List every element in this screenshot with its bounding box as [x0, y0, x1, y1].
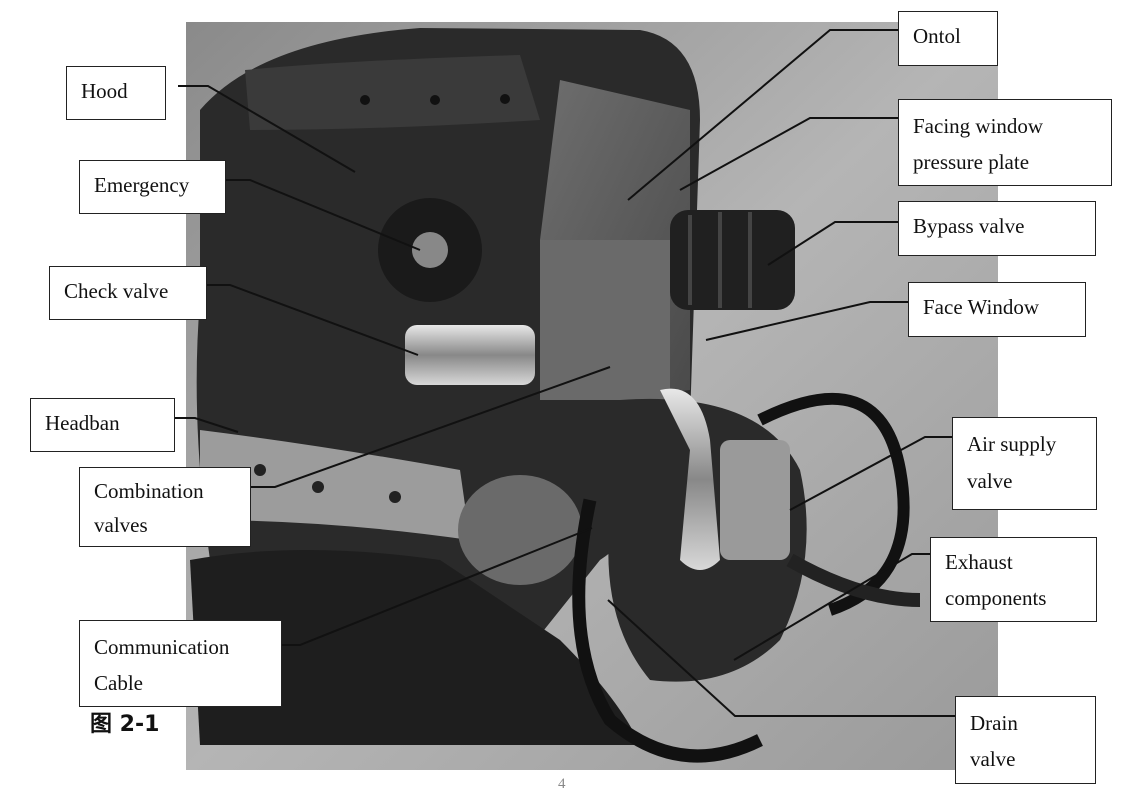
label-facing-line1: Facing window — [913, 114, 1044, 138]
label-headban-text: Headban — [45, 411, 120, 435]
label-communication-line2: Cable — [94, 671, 143, 695]
label-face-window-text: Face Window — [923, 295, 1039, 319]
label-check-valve-text: Check valve — [64, 279, 169, 303]
label-bypass-valve: Bypass valve — [898, 201, 1096, 256]
label-communication-line1: Communication — [94, 635, 230, 659]
label-exhaust-line1: Exhaust — [945, 550, 1013, 574]
label-facing-window-pressure-plate: Facing window pressure plate — [898, 99, 1112, 186]
label-emergency-text: Emergency — [94, 173, 190, 197]
label-headban: Headban — [30, 398, 175, 452]
label-hood-text: Hood — [81, 79, 128, 103]
label-drain-line2: valve — [970, 747, 1016, 771]
label-air-supply-valve: Air supply valve — [952, 417, 1097, 510]
label-ontol: Ontol — [898, 11, 998, 66]
label-combination-line1: Combination — [94, 479, 204, 503]
label-exhaust-line2: components — [945, 586, 1047, 610]
figure-caption: 图 2-1 — [90, 712, 160, 737]
label-combination-valves: Combination valves — [79, 467, 251, 547]
label-air-line1: Air supply — [967, 432, 1057, 456]
label-communication-cable: Communication Cable — [79, 620, 282, 707]
label-air-line2: valve — [967, 469, 1013, 493]
label-drain-line1: Drain — [970, 711, 1018, 735]
label-emergency: Emergency — [79, 160, 226, 214]
label-drain-valve: Drain valve — [955, 696, 1096, 784]
label-bypass-text: Bypass valve — [913, 214, 1025, 238]
page-number: 4 — [558, 776, 566, 792]
label-check-valve: Check valve — [49, 266, 207, 320]
label-facing-line2: pressure plate — [913, 150, 1030, 174]
label-ontol-text: Ontol — [913, 24, 961, 48]
label-hood: Hood — [66, 66, 166, 120]
label-exhaust-components: Exhaust components — [930, 537, 1097, 622]
label-face-window: Face Window — [908, 282, 1086, 337]
label-combination-line2: valves — [94, 513, 148, 537]
